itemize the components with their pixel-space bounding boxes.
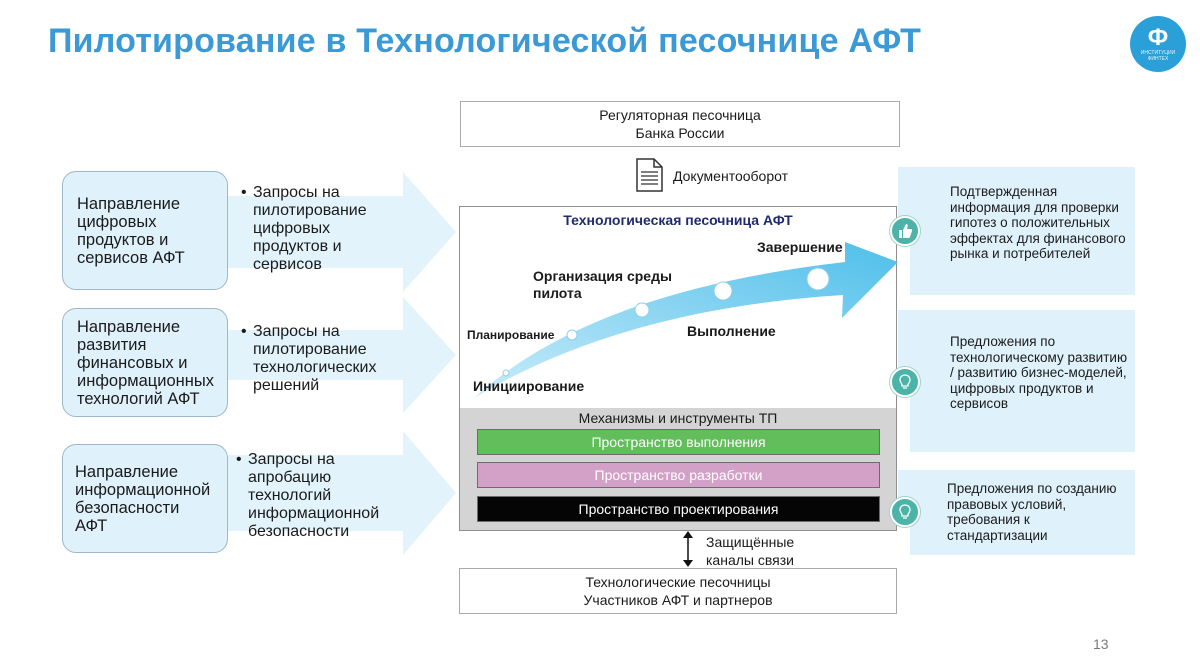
direction-box-fintech-development: Направление развития финансовых и информ… — [62, 308, 228, 417]
tech-sandbox-title: Технологическая песочница АФТ — [563, 212, 793, 228]
thumbs-up-icon — [890, 216, 920, 246]
stage-environment: Организация среды пилота — [533, 268, 672, 301]
double-arrow-icon — [681, 531, 695, 572]
direction-box-info-security: Направление информационной безопасности … — [62, 444, 228, 553]
stage-dot-environment — [634, 302, 650, 318]
stage-dot-execution — [713, 281, 733, 301]
lightbulb-icon — [890, 367, 920, 397]
participants-sandboxes-box: Технологические песочницы Участников АФТ… — [459, 568, 897, 614]
logo: Ф ИНСТИТУЦИИ ФИНТЕХ — [1130, 16, 1186, 72]
space-design: Пространство проектирования — [477, 496, 880, 522]
stage-completion: Завершение — [757, 239, 843, 255]
request-text-2: •Запросы на пилотирование технологически… — [241, 323, 401, 395]
stage-dot-planning — [566, 329, 578, 341]
output-text-1: Подтвержденная информация для проверки г… — [950, 184, 1126, 261]
direction-label: Направление информационной безопасности … — [75, 462, 211, 535]
stage-planning: Планирование — [467, 328, 555, 342]
request-label: Запросы на апробацию технологий информац… — [248, 451, 380, 540]
stage-initiation: Инициирование — [473, 378, 585, 394]
protected-channels-label: Защищённые каналы связи — [706, 534, 795, 568]
request-text-3: •Запросы на апробацию технологий информа… — [236, 451, 401, 541]
output-text-2: Предложения по технологическому развитию… — [950, 334, 1128, 411]
stage-dot-completion — [806, 267, 830, 291]
output-text-3: Предложения по созданию правовых условий… — [947, 481, 1117, 543]
request-arrow-1 — [228, 172, 456, 292]
request-label: Запросы на пилотирование технологических… — [253, 323, 377, 394]
stage-dot-initiation — [502, 369, 510, 377]
docflow-label: Документооборот — [673, 168, 789, 184]
direction-label: Направление цифровых продуктов и сервисо… — [77, 194, 185, 267]
document-icon — [636, 158, 663, 197]
request-arrow-3 — [228, 431, 456, 555]
lightbulb-icon — [890, 497, 920, 527]
output-panel-3 — [898, 470, 1135, 555]
request-text-1: •Запросы на пилотирование цифровых проду… — [241, 184, 401, 274]
direction-box-digital-products: Направление цифровых продуктов и сервисо… — [62, 171, 228, 290]
page-title: Пилотирование в Технологической песочниц… — [48, 22, 922, 60]
logo-glyph: Ф — [1147, 24, 1169, 51]
output-panel-1 — [898, 167, 1135, 295]
mechanisms-title: Механизмы и инструменты ТП — [578, 410, 778, 426]
regulatory-sandbox-box: Регуляторная песочница Банка России — [460, 101, 900, 147]
request-label: Запросы на пилотирование цифровых продук… — [253, 184, 367, 273]
space-execution: Пространство выполнения — [477, 429, 880, 455]
output-panel-2 — [898, 310, 1135, 452]
page-number: 13 — [1093, 636, 1109, 652]
request-arrow-2 — [228, 297, 456, 413]
direction-label: Направление развития финансовых и информ… — [77, 317, 214, 408]
stage-execution: Выполнение — [687, 323, 776, 339]
logo-caption: ИНСТИТУЦИИ ФИНТЕХ — [1140, 50, 1176, 62]
space-development: Пространство разработки — [477, 462, 880, 488]
